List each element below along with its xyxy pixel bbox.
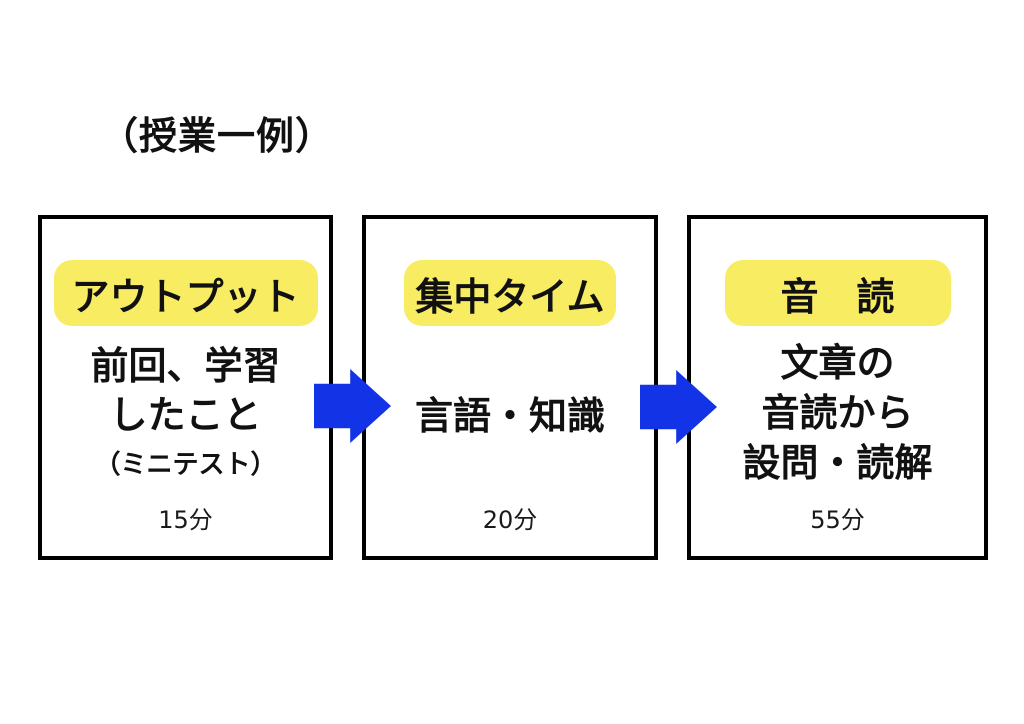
- step-description-output: 前回、学習 したこと: [90, 342, 280, 440]
- description-line: したこと: [109, 393, 262, 437]
- page-title: （授業一例）: [100, 114, 335, 158]
- step-note-minitest: （ミニテスト）: [94, 450, 277, 480]
- step-box-focus-time: 集中タイム 言語・知識 20分: [362, 215, 658, 560]
- step-label-focus-time: 集中タイム: [404, 260, 616, 326]
- description-line: 設問・読解: [742, 441, 933, 485]
- step-duration-focus-time: 20分: [482, 506, 538, 534]
- description-line: 音読から: [761, 391, 914, 435]
- step-duration-reading-aloud: 55分: [810, 506, 865, 534]
- step-description-focus-time: 言語・知識: [415, 392, 605, 441]
- step-description-reading-aloud: 文章の 音読から 設問・読解: [742, 338, 932, 488]
- description-line: 前回、学習: [90, 344, 281, 388]
- description-line: 言語・知識: [414, 394, 605, 438]
- step-label-reading-aloud: 音 読: [724, 260, 951, 326]
- step-box-reading-aloud: 音 読 文章の 音読から 設問・読解 55分: [687, 215, 988, 560]
- step-label-output: アウトプット: [53, 260, 318, 326]
- step-box-output: アウトプット 前回、学習 したこと （ミニテスト） 15分: [38, 215, 333, 560]
- description-line: 文章の: [780, 341, 895, 385]
- step-duration-output: 15分: [158, 506, 213, 534]
